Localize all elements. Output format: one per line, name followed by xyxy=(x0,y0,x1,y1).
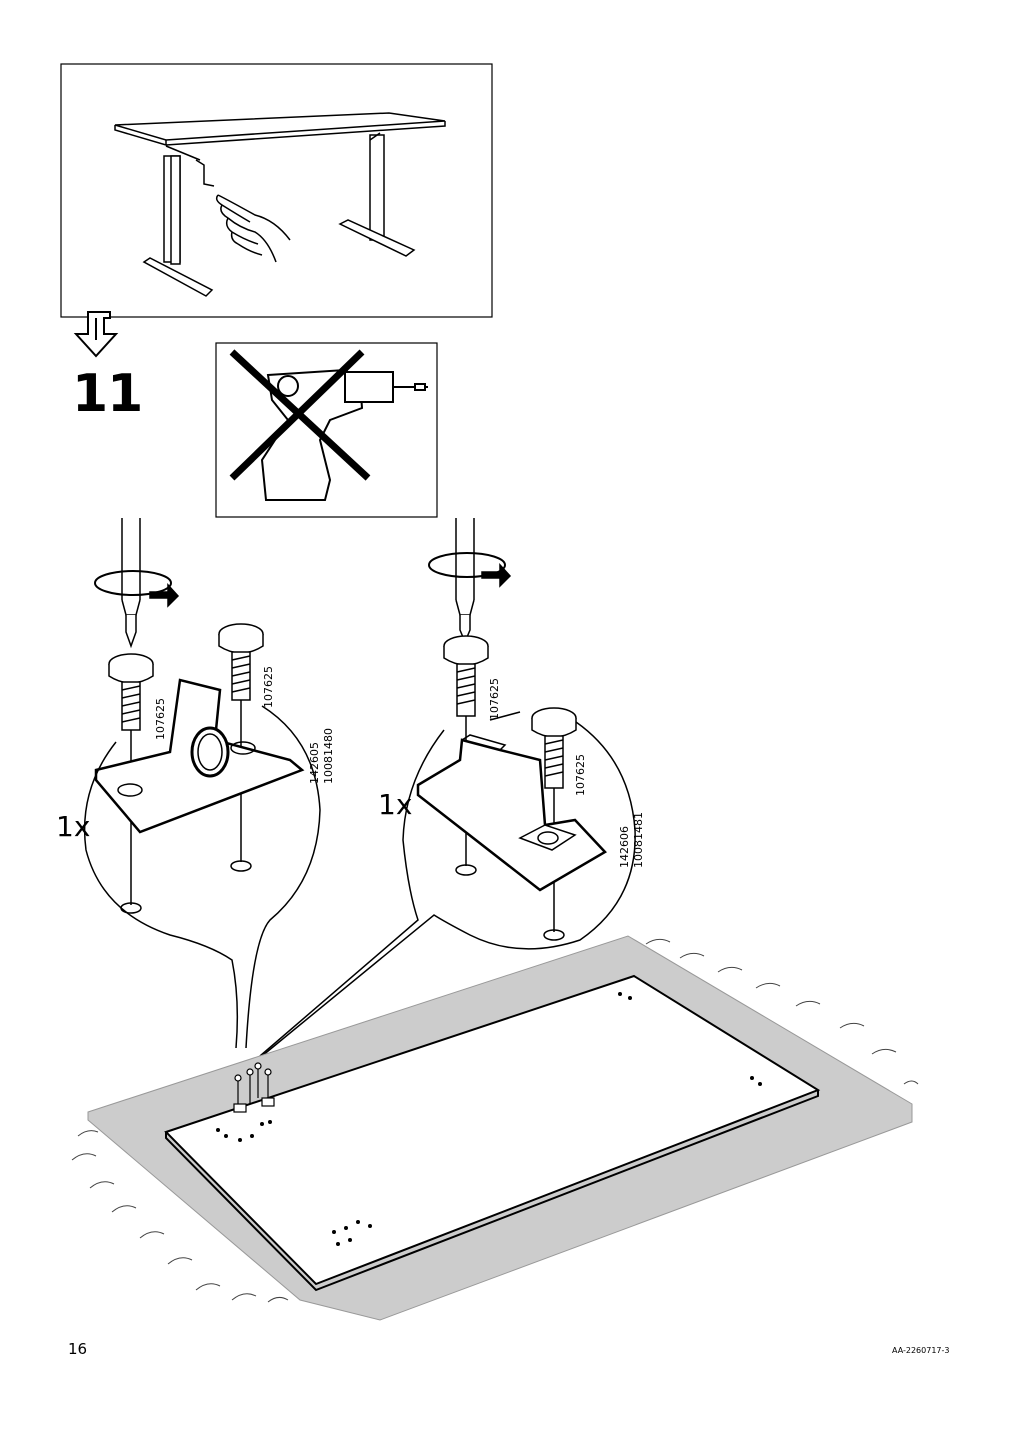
left-bracket-article-1: 142605 xyxy=(308,742,321,784)
right-bracket-article-2: 10081481 xyxy=(632,812,645,868)
left-bracket-detail xyxy=(83,518,321,1049)
step-number: 11 xyxy=(72,364,143,424)
left-screw-article-top: 107625 xyxy=(262,666,275,708)
no-power-drill-icon xyxy=(215,342,438,518)
right-bracket-detail xyxy=(259,518,636,1057)
left-bracket-article-2: 10081480 xyxy=(322,728,335,784)
left-quantity: 1x xyxy=(56,810,91,843)
right-bracket-article-1: 142606 xyxy=(618,826,631,868)
left-screw-article-side: 107625 xyxy=(154,698,167,740)
tabletop-on-rug-icon xyxy=(71,935,919,1321)
right-quantity: 1x xyxy=(378,788,413,821)
right-screw-article-side: 107625 xyxy=(574,754,587,796)
right-screw-article-top: 107625 xyxy=(488,678,501,720)
document-code: AA-2260717-3 xyxy=(892,1346,950,1355)
turn-over-arrow-icon xyxy=(73,311,119,358)
desk-crank-lower-icon xyxy=(60,63,493,318)
page-number: 16 xyxy=(68,1340,88,1358)
